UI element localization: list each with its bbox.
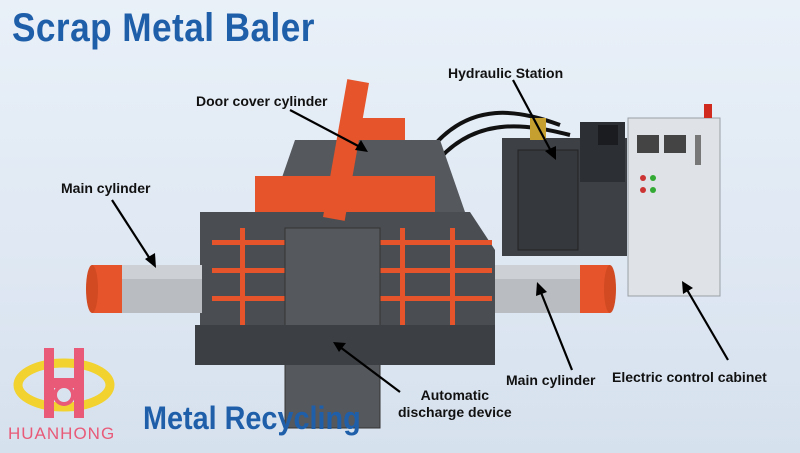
footer-slogan: Metal Recycling bbox=[143, 400, 361, 436]
label-hydraulic-station: Hydraulic Station bbox=[448, 65, 564, 81]
left-main-cylinder bbox=[86, 265, 202, 313]
logo-wordmark: HUANHONG bbox=[8, 424, 116, 443]
right-main-cylinder bbox=[495, 265, 616, 313]
label-door-cover-cylinder: Door cover cylinder bbox=[196, 93, 328, 109]
label-main-cylinder-right: Main cylinder bbox=[506, 372, 596, 388]
page-title: Scrap Metal Baler bbox=[12, 6, 315, 50]
label-discharge-line-1: Automatic bbox=[420, 387, 490, 403]
huanhong-logo-icon bbox=[13, 348, 115, 418]
label-electric-control-cabinet: Electric control cabinet bbox=[612, 369, 767, 385]
label-main-cylinder-left: Main cylinder bbox=[61, 180, 151, 196]
baler-body bbox=[195, 79, 495, 429]
label-discharge-line-2: discharge device bbox=[398, 404, 512, 420]
callout-arrows bbox=[111, 79, 729, 393]
electric-control-cabinet bbox=[627, 104, 721, 297]
label-automatic-discharge-device: Automatic discharge device bbox=[398, 387, 512, 421]
hydraulic-station bbox=[428, 110, 627, 256]
